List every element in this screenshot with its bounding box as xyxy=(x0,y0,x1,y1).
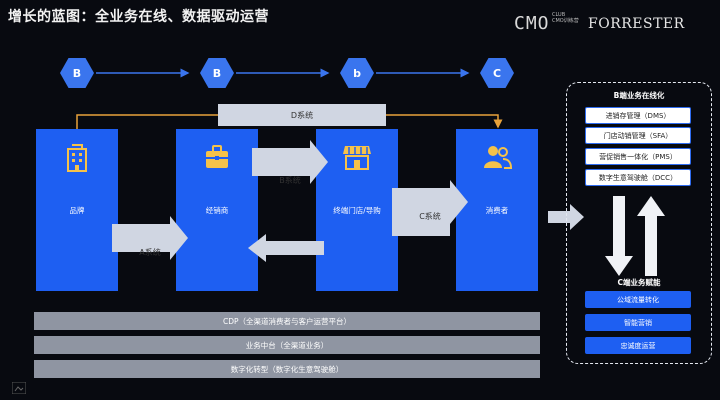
b-system-label: B系统 xyxy=(279,175,301,185)
column-store: 终端门店/导购 xyxy=(316,129,398,291)
column-label: 消费者 xyxy=(485,206,509,215)
chain-node-b: B xyxy=(200,58,234,88)
column-label: 经销商 xyxy=(205,206,229,215)
d-system-line xyxy=(386,114,503,129)
c-system-label: C系统 xyxy=(419,211,441,221)
storefront-icon xyxy=(343,146,371,170)
building-icon xyxy=(67,144,87,172)
d-system-line xyxy=(76,114,218,129)
bidirectional-arrows xyxy=(605,196,665,276)
column-consumer: 消费者 xyxy=(456,129,538,291)
c-system-arrow: C系统 xyxy=(392,180,468,236)
business-middle-platform-bar: 业务中台（全渠道业务） xyxy=(34,336,540,354)
panel-item-dms: 进销存管理（DMS） xyxy=(585,107,691,124)
panel-item-smart-marketing: 智能营销 xyxy=(585,314,691,331)
return-arrow xyxy=(248,234,324,262)
digital-transformation-bar: 数字化转型（数字化生意驾驶舱） xyxy=(34,360,540,378)
panel-item-dcc: 数字生意驾驶舱（DCC） xyxy=(585,169,691,186)
panel-top-title: B端业务在线化 xyxy=(613,91,665,100)
forrester-logo: FORRESTER xyxy=(588,16,685,32)
a-system-label: A系统 xyxy=(139,247,161,257)
panel-item-pms: 营促销售一体化（PMS） xyxy=(585,148,691,165)
column-label: 品牌 xyxy=(69,206,85,215)
slide-corner-icon xyxy=(12,382,26,394)
online-business-panel xyxy=(566,82,712,364)
cmo-club-logo: CMO xyxy=(514,13,550,34)
panel-item-loyalty: 忠诚度运营 xyxy=(585,337,691,354)
b-system-arrow: B系统 xyxy=(252,138,328,186)
column-brand: 品牌 xyxy=(36,129,118,291)
column-label: 终端门店/导购 xyxy=(333,206,381,215)
cdp-bar: CDP（全渠道消费者与客户运营平台） xyxy=(34,312,540,330)
a-system-arrow: A系统 xyxy=(112,214,188,262)
panel-item-sfa: 门店动销管理（SFA） xyxy=(585,127,691,144)
page-title: 增长的蓝图：全业务在线、数据驱动运营 xyxy=(8,9,269,25)
briefcase-icon xyxy=(206,145,228,168)
column-distributor: 经销商 xyxy=(176,129,258,291)
panel-bottom-title: C端业务赋能 xyxy=(617,278,661,287)
d-system-box: D系统 xyxy=(218,104,386,126)
people-icon xyxy=(484,146,512,169)
panel-item-public-traffic: 公域流量转化 xyxy=(585,291,691,308)
cmo-club-logo-sub: CLUB CMO训练营 xyxy=(552,12,579,24)
